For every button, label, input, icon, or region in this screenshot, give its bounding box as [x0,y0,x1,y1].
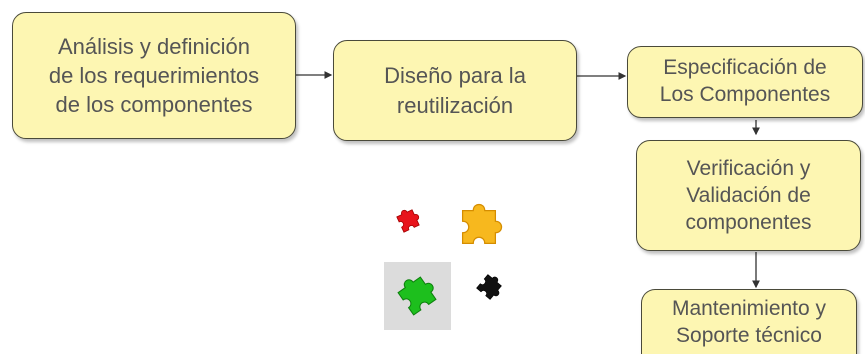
orange-puzzle-piece-icon [461,203,503,245]
box-maintenance-support: Mantenimiento y Soporte técnico [641,289,857,354]
box-design-reuse-text: Diseño para la reutilización [384,63,526,118]
green-puzzle-piece-icon [394,269,441,316]
box-component-specification-text: Especificación de Los Componentes [659,56,831,106]
box-analysis-requirements: Análisis y definición de los requerimien… [12,12,296,139]
box-verification-validation: Verificación y Validación de componentes [636,140,861,251]
black-puzzle-piece-icon [476,271,507,302]
box-verification-validation-text: Verificación y Validación de componentes [685,156,812,235]
red-puzzle-piece-icon [395,205,423,233]
box-maintenance-support-text: Mantenimiento y Soporte técnico [671,296,827,347]
box-analysis-requirements-text: Análisis y definición de los requerimien… [48,33,260,118]
box-design-reuse: Diseño para la reutilización [333,40,577,141]
green-piece-background [384,262,451,330]
box-component-specification: Especificación de Los Componentes [627,46,863,118]
